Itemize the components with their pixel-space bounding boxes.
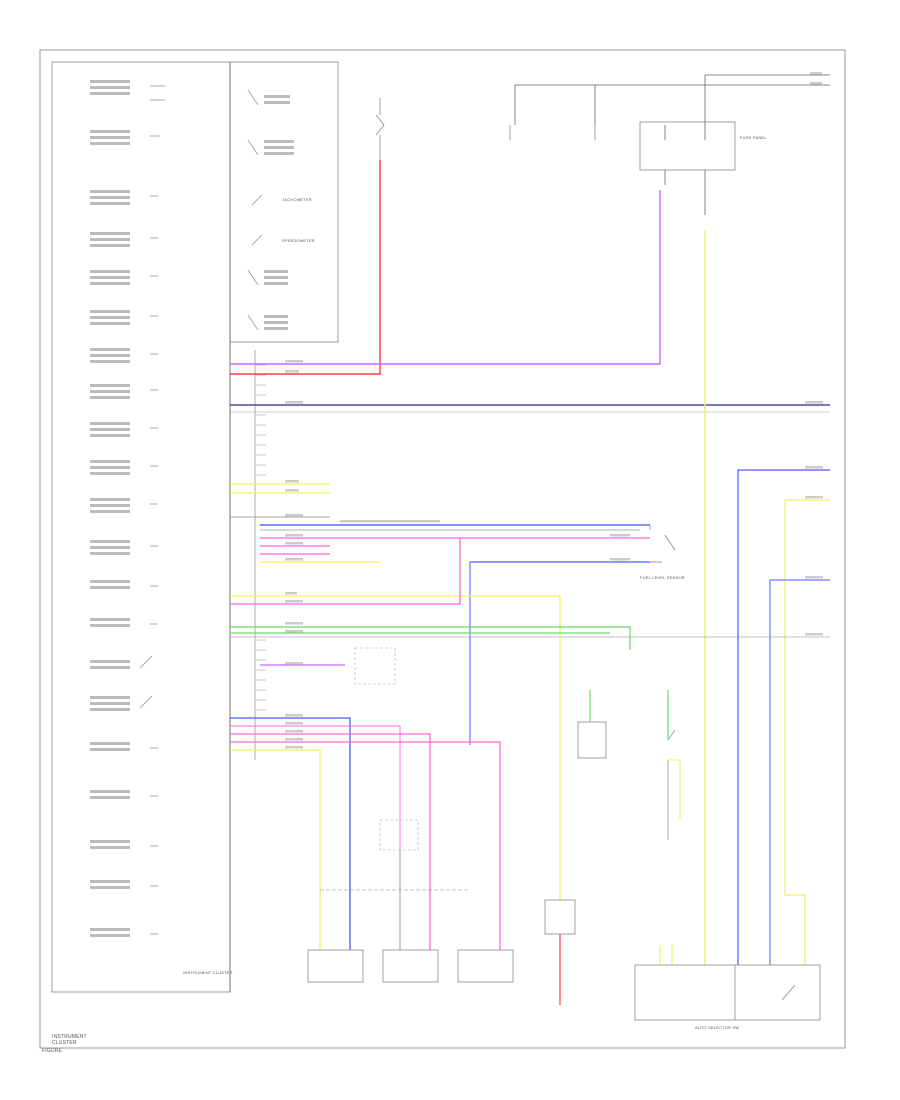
fuel-level-sender [649,525,676,563]
wire-blue-selector [737,469,830,965]
wire-labels [285,72,823,749]
fuel-level-sensor-label: FUEL LEVEL SENSOR [640,575,685,580]
wires-mid [230,483,650,900]
sensor-box-1 [307,949,364,983]
wire-violet-fuse-panel [230,190,661,365]
diagram-frame [39,49,846,1049]
sensor-box-3 [457,949,514,983]
auto-selector-label: AUTO SELECTOR SW [695,1025,740,1030]
caption-title-line2: CLUSTER [52,1040,77,1046]
speedometer-label: SPEEDOMETER [282,238,315,243]
cluster-label: INSTRUMENT CLUSTER [183,970,233,975]
caption-title: INSTRUMENT CLUSTER [52,1034,87,1046]
gauge-subbox [230,61,339,343]
fuse-symbol [375,98,596,160]
sensor-box-2 [382,949,439,983]
auto-selector-box [634,964,821,1021]
wire-blue-right-2 [769,579,830,965]
fuse-panel-box [639,121,736,171]
switch-box [577,721,607,759]
fuse-panel-label: FUSE PANEL [740,135,767,140]
module-box [354,647,396,685]
sensor-dashed [379,819,419,851]
cluster-connector-pins [256,364,266,711]
relay-box [544,899,576,935]
wire-yellow-right [784,499,830,965]
wire-fuse-feed [514,74,830,125]
cluster-labels [90,80,130,937]
cluster-indicators [139,85,165,935]
gauges [247,89,263,331]
instrument-cluster-box [51,61,231,993]
tachometer-label: TACHOMETER [282,197,312,202]
wires-sensors [230,717,501,950]
gauge-labels [264,95,294,330]
caption-title-line1: INSTRUMENT [52,1034,87,1040]
caption-footer: FIGURE [42,1048,63,1054]
wire-red-fuse [230,160,381,375]
